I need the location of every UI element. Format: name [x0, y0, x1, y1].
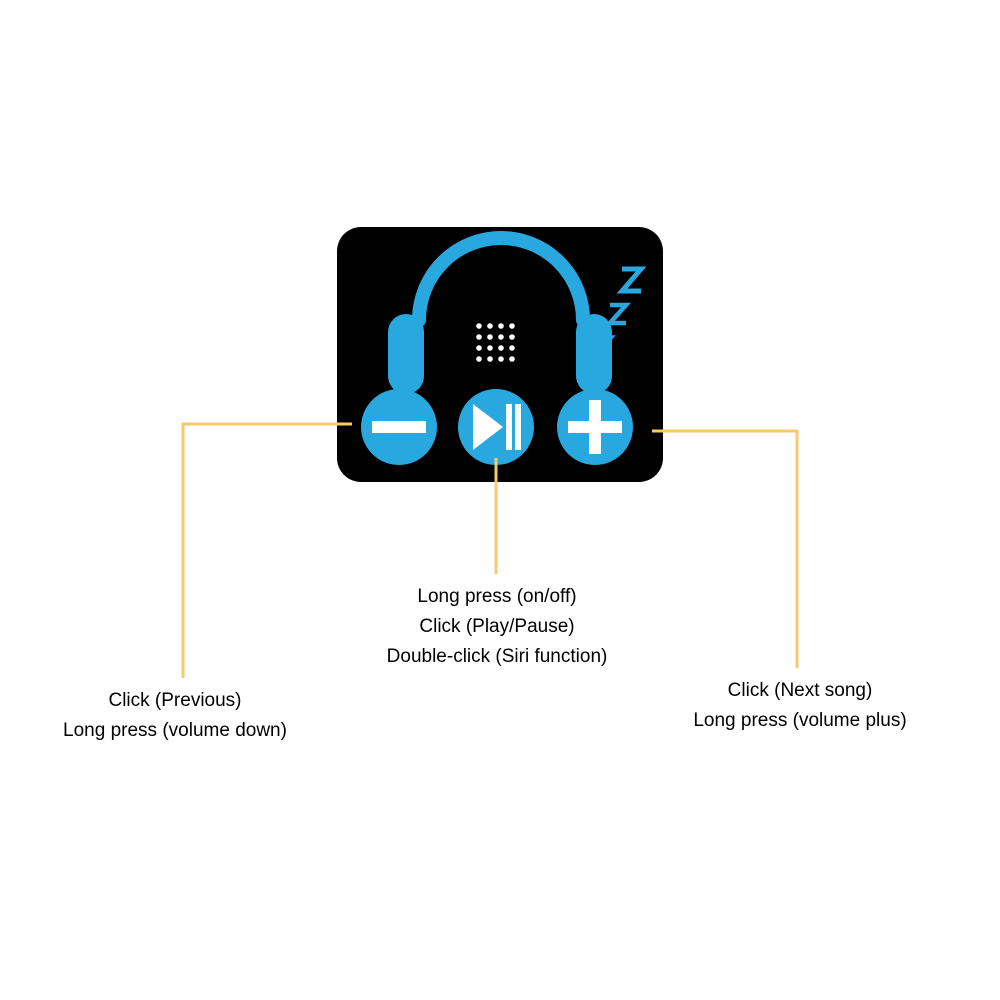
plus-icon [568, 400, 622, 454]
plus-long-press-text: Long press (volume plus) [693, 710, 907, 731]
sleep-zzz-icon [597, 266, 647, 352]
headphones-icon [388, 231, 612, 394]
plus-button[interactable] [557, 389, 633, 465]
play-pause-double-click-text: Double-click (Siri function) [386, 646, 608, 667]
plus-button-description: Click (Next song) Long press (volume plu… [650, 676, 950, 736]
minus-long-press-text: Long press (volume down) [63, 720, 287, 741]
play-pause-button-description: Long press (on/off) Click (Play/Pause) D… [347, 582, 647, 672]
play-pause-click-text: Click (Play/Pause) [419, 616, 575, 637]
play-pause-icon [473, 404, 521, 450]
speaker-grille-icon [476, 323, 515, 362]
callout-line-plus [652, 429, 799, 668]
play-pause-long-press-text: Long press (on/off) [417, 586, 577, 607]
minus-button[interactable] [361, 389, 437, 465]
minus-icon [372, 421, 426, 433]
play-pause-button[interactable] [458, 389, 534, 465]
plus-click-text: Click (Next song) [727, 680, 873, 701]
minus-button-description: Click (Previous) Long press (volume down… [25, 686, 325, 746]
minus-click-text: Click (Previous) [108, 690, 242, 711]
callout-line-minus [181, 422, 352, 678]
